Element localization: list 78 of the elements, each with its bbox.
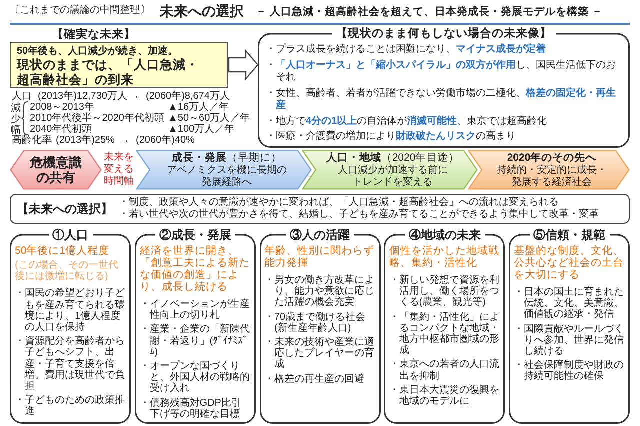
panel-title: ③人の活躍: [286, 228, 354, 242]
process-step: [136, 150, 312, 190]
bullet-text: ・東京への若者の人口流出を抑制: [389, 359, 500, 382]
goal-text: 50年後に1億人程度: [15, 245, 111, 257]
vertical-label: 減少幅: [11, 103, 21, 136]
theme-panel: [134, 228, 256, 424]
theme-panel: [509, 228, 630, 424]
panel-title: ①人口: [48, 228, 92, 242]
theme-panel: [384, 228, 506, 424]
stat-label: 人口: [12, 91, 32, 102]
timeline-note: 未来を変える時間軸: [104, 152, 134, 188]
step-title: 成長・発展（早期に）: [172, 152, 282, 164]
panel-title: ④地域の未来: [404, 228, 485, 242]
bullet-text: ・オープンな国づくりと、外国人材の戦略的受け入れ: [140, 361, 251, 395]
stat-period: 2008～2013年: [30, 102, 94, 113]
bullet-text: ・地方で4分の1以上の自治体が消滅可能性、東京では超高齢化: [266, 116, 548, 128]
bullet-text: ・産業・企業の「新陳代謝・若返り」(ﾀﾞｲﾅﾐｽﾞﾑ): [140, 324, 251, 358]
bullet-text: ・国際貢献やルールづくりへ参加、世界に発信し続ける: [514, 324, 625, 358]
bullet-text: ・社会保障制度や財政の持続可能性の確保: [514, 360, 625, 383]
panel-title: 【現状のまま何もしない場合の未来像】: [332, 27, 556, 41]
bullet-text: ・医療・介護費の増加により財政破たんリスクの高まり: [266, 131, 517, 144]
bullet-text: ・「人口オーナス」と「縮小スパイラル」の双方が作用し、国民生活低下のおそれ: [266, 60, 617, 84]
hexagon-text: 危機意識の共有: [29, 155, 83, 185]
stat-period: 2010年代後半～2020年代初頭: [30, 113, 164, 124]
stat-value: (2013年)25%: [56, 135, 115, 146]
step-title: 2020年のその先へ: [507, 152, 597, 164]
bullet-text: ・70歳まで働ける社会(新生産年齢人口): [264, 312, 367, 334]
bullet-text: ・若い世代や次の世代が豊かさを得て、結婚し、子どもを産み育てることができるよう集中して改革・変革: [119, 209, 599, 222]
hexagon-shape: [10, 150, 102, 190]
theme-panel: [260, 228, 380, 424]
process-step: [302, 150, 478, 190]
block-arrow: [228, 49, 259, 81]
bullet-text: ・女性、高齢者、若者が活躍できない労働市場の二極化、格差の固定化・再生産: [266, 88, 617, 112]
bullet-text: ・プラス成長を続けることは困難になり、マイナス成長が定着: [266, 44, 547, 56]
bullet-text: ・日本の国土に育まれた伝統、文化、美意識、価値観の継承・発信: [514, 287, 625, 321]
highlight-box: [10, 42, 228, 88]
rounded-panel: [10, 194, 630, 224]
header-note: 〔これまでの議論の中間整理〕: [10, 5, 150, 17]
stat-label: 高齢化率: [12, 135, 52, 146]
panel-title: ⑤信頼・規範: [530, 228, 610, 242]
panel-title: ②成長・発展: [155, 228, 236, 242]
bullet-text: ・資源配分を高齢者から子どもへシフト、出産・子育て支援を倍増。費用は現世代で負担: [15, 336, 126, 392]
stat-value: ▲16万人／年: [168, 102, 230, 113]
bullet-text: ・国民の希望どおり子どもを産み育てられる環境により、1億人程度の人口を保持: [15, 288, 126, 334]
goal-text: 個性を活かした地域戦略、集約・活性化: [389, 245, 500, 269]
stat-value: ▲50～60万人／年: [168, 113, 250, 124]
bullet-text: ・未来の技術や産業に適応したプレイヤーの育成: [264, 337, 376, 371]
diagram-title: 未来への選択: [160, 2, 244, 20]
note-text: 50年後も、人口減少が続き、加速。: [17, 45, 180, 58]
bullet-text: ・格差の再生産の回避: [264, 374, 366, 385]
step-text: 人口減少が加速する前にトレンドを変える: [337, 164, 449, 188]
process-step: [468, 150, 630, 190]
stat-period: 2040年代初頭: [30, 124, 92, 135]
goal-text: 基盤的な制度、文化、公共心など社会の土台を大切にする: [514, 245, 625, 281]
transition-symbol: →: [130, 91, 140, 102]
bullet-text: ・債務残高対GDP比引下げ等の明確な目標: [140, 398, 242, 420]
step-title: 人口・地域（2020年目途）: [326, 152, 460, 164]
theme-panel: [10, 228, 131, 424]
bullet-text: ・子どものための政策推進: [15, 395, 126, 418]
bullet-text: ・新しい発想で資源を利活用し、働く場所をつくる(農業、観光等): [389, 275, 500, 309]
panel-title: 【未来への選択】: [17, 202, 114, 216]
subtitle: － 人口急減・超高齢社会を超えて、日本発成長・発展モデルを構築 －: [256, 6, 603, 19]
step-text: アベノミクスを機に長期の発展経路へ: [166, 164, 288, 188]
step-text: 持続的・安定的に成長・発展する経済社会: [496, 164, 608, 188]
section-title: 【確実な未来】: [52, 28, 136, 42]
stat-value: ▲100万人／年: [168, 124, 235, 135]
rounded-panel: [258, 27, 630, 148]
bullet-text: ・男女の働き方改革により、能力や意欲に応じた活躍の機会充実: [264, 275, 376, 309]
goal-text: 経済を世界に開き、「創意工夫による新たな価値の創造」により、成長し続ける: [140, 245, 251, 293]
transition-symbol: →: [120, 135, 130, 146]
goal-text: 年齢、性別に関わらず能力発揮: [264, 245, 376, 269]
bullet-text: ・東日本大震災の復興を地域のモデルに: [389, 384, 500, 408]
bullet-text: ・制度、政策や人々の意識が速やかに変われば、「人口急減・超高齢社会」への流れは変えられる: [119, 196, 560, 208]
bullet-text: ・イノベーションが生産性向上の切り札: [140, 299, 251, 322]
stat-value: (2060年)8,674万人: [146, 91, 230, 102]
note-text: 現状のままでは、「人口急減・超高齢社会」の到来: [17, 58, 200, 88]
bullet-text: ・「集約・活性化」によるコンパクトな地域・地方中枢都市圏域の形成: [389, 312, 500, 356]
goal-text: (この場合、その一世代後には微増に転じる): [15, 260, 120, 282]
